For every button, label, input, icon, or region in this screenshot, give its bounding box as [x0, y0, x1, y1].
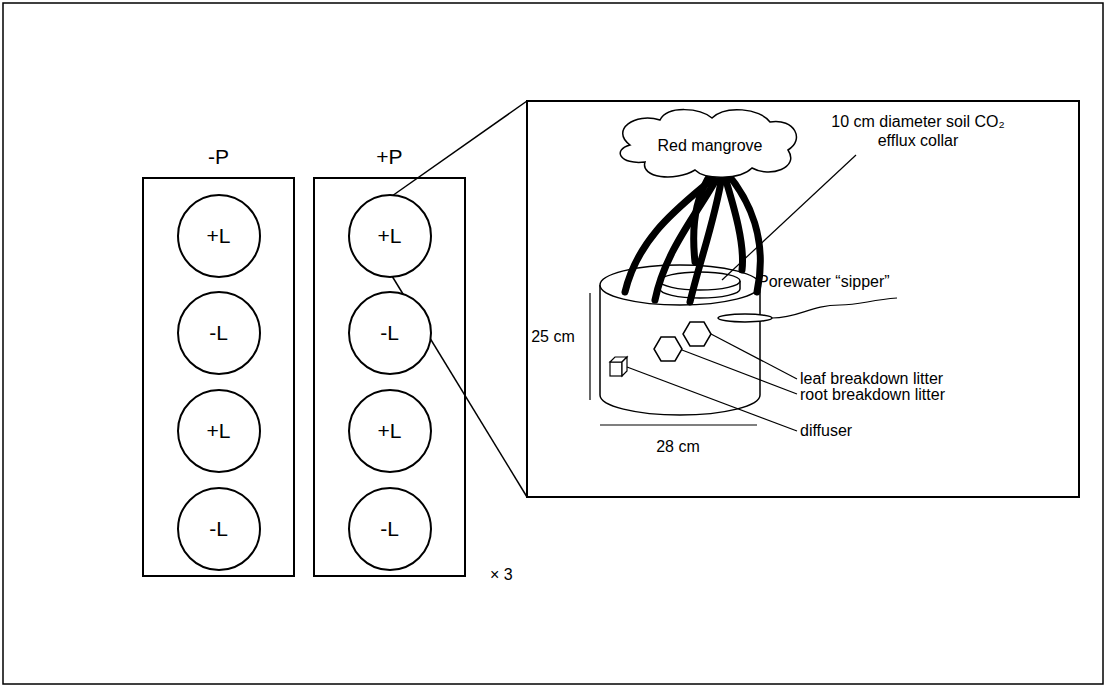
outer-frame	[3, 3, 1103, 684]
mangrove-roots	[625, 172, 760, 302]
treatment-label: -L	[380, 517, 399, 541]
plant-label: Red mangrove	[658, 136, 763, 155]
treatment-label: +L	[207, 419, 231, 443]
collar-label: 10 cm diameter soil CO₂ efflux collar	[831, 112, 1006, 150]
leaf-litter-bag	[683, 322, 711, 346]
pot-circle: -L	[348, 291, 432, 375]
porewater-sipper	[718, 314, 772, 322]
zoom-line	[392, 101, 527, 196]
zoom-box	[527, 101, 1079, 497]
treatment-heading: -P	[144, 145, 293, 169]
pot-circle: -L	[348, 487, 432, 571]
pot-circle: -L	[177, 487, 261, 571]
diffuser-cube	[610, 357, 627, 376]
treatment-label: +L	[378, 419, 402, 443]
replicate-count: × 3	[490, 565, 513, 584]
treatment-box: +P+L-L+L-L	[313, 177, 466, 577]
sipper-label: Porewater “sipper”	[758, 272, 890, 291]
dimension-label: 28 cm	[656, 437, 700, 456]
treatment-label: -L	[380, 321, 399, 345]
width-dimension	[600, 424, 757, 425]
treatment-box: -P+L-L+L-L	[142, 177, 295, 577]
pot-circle: +L	[348, 194, 432, 278]
treatment-label: -L	[209, 321, 228, 345]
pot-circle: -L	[177, 291, 261, 375]
litter-label: root breakdown litter	[800, 385, 945, 404]
sipper-tube	[772, 298, 897, 318]
pot-circle: +L	[177, 194, 261, 278]
dimension-label: 25 cm	[531, 327, 575, 346]
treatment-label: -L	[209, 517, 228, 541]
mangrove-canopy	[620, 110, 796, 178]
pot-circle: +L	[177, 389, 261, 473]
height-dimension	[589, 293, 590, 400]
pot-circle: +L	[348, 389, 432, 473]
treatment-heading: +P	[315, 145, 464, 169]
diffuser-label: diffuser	[800, 421, 852, 440]
root-litter-bag	[654, 337, 682, 361]
treatment-label: +L	[378, 224, 402, 248]
treatment-label: +L	[207, 224, 231, 248]
litter-label: leaf breakdown litter	[800, 369, 943, 388]
